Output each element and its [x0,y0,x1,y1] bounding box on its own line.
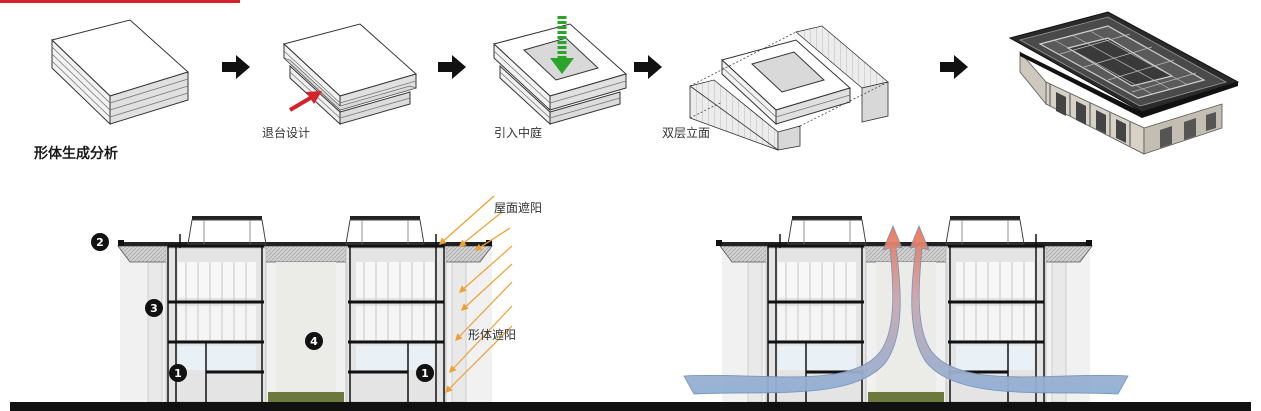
svg-text:4: 4 [310,335,318,348]
label-form-shading: 形体遮阳 [468,327,516,342]
arrow-step-4 [940,55,968,79]
section-right-ventilation [716,216,1093,403]
badge-4: 4 [305,332,323,350]
arrow-step-1 [222,55,250,79]
label-roof-shading: 屋面遮阳 [494,200,542,215]
title-strip [0,0,240,3]
svg-text:3: 3 [150,302,158,315]
badge-1-right: 1 [416,364,434,382]
svg-text:1: 1 [421,367,429,380]
step1-massing-block [51,19,189,126]
label-setback-design: 退台设计 [262,125,310,140]
arrow-step-2 [438,55,466,79]
badge-2: 2 [91,233,109,251]
step5-final-building [1008,11,1240,155]
setback-red-arrow [288,91,322,112]
courtyard-green-arrow [550,16,574,74]
step4-double-facade-block [689,25,889,151]
badge-3: 3 [145,299,163,317]
airflow-arrows [683,224,1129,395]
section-left-shading [117,216,493,403]
step2-setback-block [282,23,418,126]
ground-line [10,402,1251,411]
label-double-facade: 双层立面 [662,125,710,140]
sun-shading-arrows [438,195,513,394]
section-heading-form-generation: 形体生成分析 [34,145,118,162]
label-introduce-courtyard: 引入中庭 [494,125,542,140]
svg-text:2: 2 [96,236,104,249]
arrow-step-3 [634,55,662,79]
svg-text:1: 1 [174,367,182,380]
badge-1-left: 1 [169,364,187,382]
